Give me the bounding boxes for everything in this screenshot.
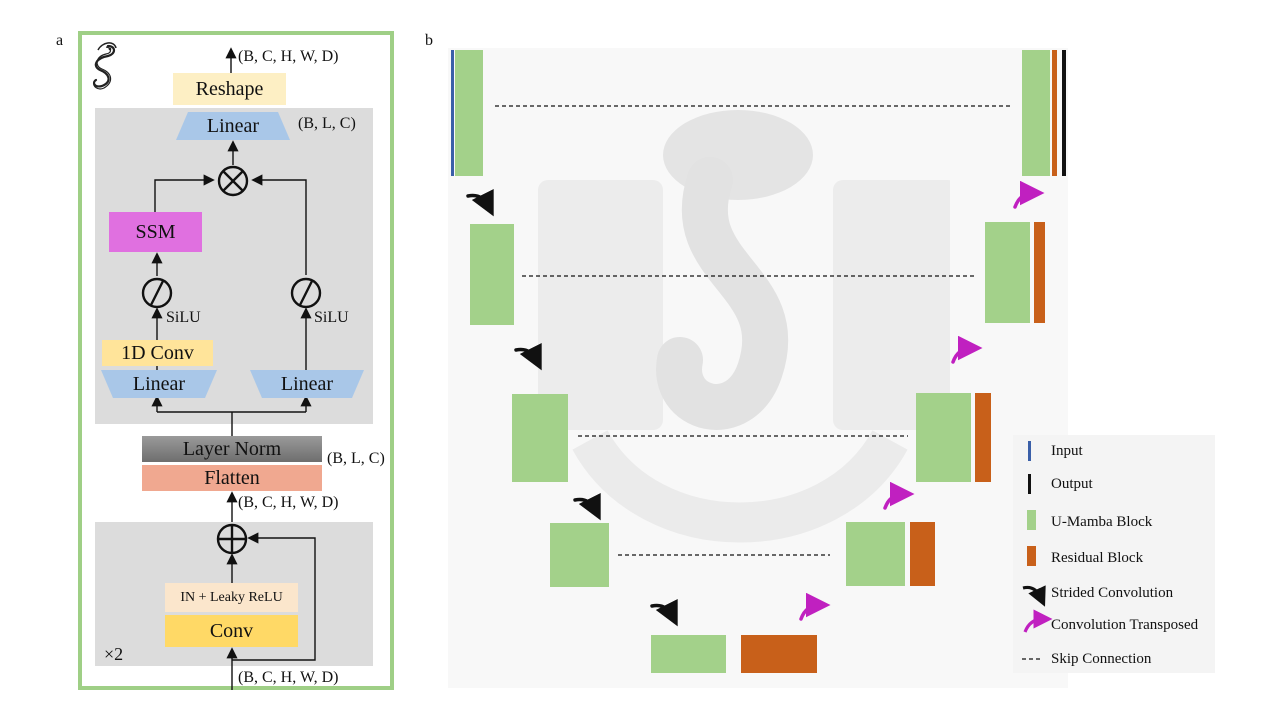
encoder-block-1 [455,50,483,176]
legend-output: Output [1051,476,1093,492]
cobra-watermark-icon [538,110,950,543]
bottom-shape-label: (B, C, H, W, D) [238,669,339,686]
legend-input: Input [1051,443,1083,459]
legend-strided: Strided Convolution [1051,585,1174,601]
conv1d-box: 1D Conv [102,340,213,366]
encoder-block-2 [470,224,514,325]
panel-b-letter: b [425,32,433,49]
decoder-residual-4 [910,522,935,586]
repeat-label: ×2 [104,644,124,664]
decoder-block-2 [985,222,1030,323]
silu-right-label: SiLU [314,309,349,326]
legend-symbols [1022,441,1053,660]
decoder-residual-2 [1034,222,1045,323]
flatten-box: Flatten [142,465,322,491]
output-line [1062,50,1066,176]
linear-right-label: Linear [280,372,334,395]
decoder-block-4 [846,522,905,586]
mid-shape-label: (B, C, H, W, D) [238,494,339,511]
top-shape-label: (B, C, H, W, D) [238,48,339,65]
bottleneck-umamba [651,635,726,673]
legend-skip: Skip Connection [1051,651,1152,667]
legend-transposed: Convolution Transposed [1051,617,1199,633]
linear-left-shape [101,370,217,398]
decoder-block-3 [916,393,971,482]
linear-right-shape [250,370,364,398]
decoder-block-1 [1022,50,1050,176]
decoder-residual-3 [975,393,991,482]
panel-a-connectors [141,47,322,690]
decoder-residual-1 [1052,50,1057,176]
silu-left-label: SiLU [166,309,201,326]
bottleneck-residual [741,635,817,673]
input-line [451,50,454,176]
linear-top-shape [176,112,290,140]
blc-top-label: (B, L, C) [298,115,356,132]
encoder-block-4 [550,523,609,587]
in-relu-box: IN + Leaky ReLU [165,583,298,612]
linear-top-label: Linear [206,114,260,137]
encoder-block-3 [512,394,568,482]
layer-norm-box: Layer Norm [142,436,322,462]
panel-a-frame [78,31,394,690]
legend-residual: Residual Block [1051,550,1144,566]
blc-mid-label: (B, L, C) [327,450,385,467]
legend [1013,435,1215,673]
conv-box: Conv [165,615,298,647]
panel-a-letter: a [56,32,64,49]
ssm-box: SSM [109,212,202,252]
snake-icon [92,42,117,90]
linear-left-label: Linear [132,372,186,395]
legend-umamba: U-Mamba Block [1051,514,1153,530]
reshape-box: Reshape [173,73,286,105]
